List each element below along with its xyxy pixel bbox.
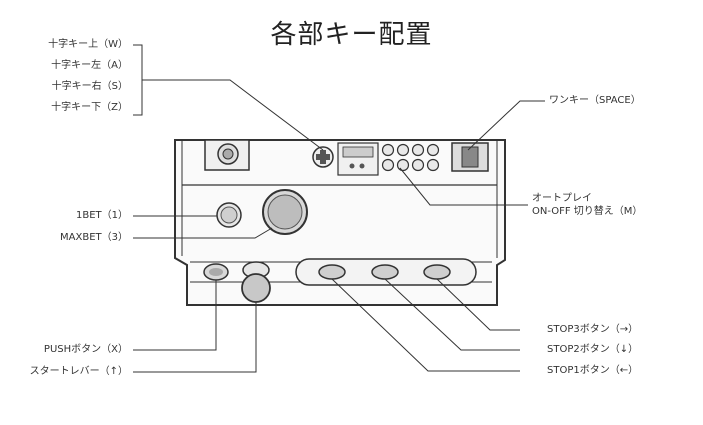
leader-start-lever [133,302,257,373]
label-stop2: STOP2ボタン（↓） [547,344,639,355]
stop1-button[interactable] [318,264,346,280]
leader-max-bet [133,227,273,239]
label-autoplay-line1: オートプレイ [532,193,592,204]
coin-insert [204,139,250,171]
leader-lines [133,100,545,373]
label-autoplay-line2: ON-OFF 切り替え（M） [532,206,643,217]
label-cross-down: 十字キー下（Z） [51,102,128,113]
stop3-button[interactable] [423,264,451,280]
label-cross-up: 十字キー上（W） [48,39,128,50]
label-stop3: STOP3ボタン（→） [547,324,639,335]
label-push-button: PUSHボタン（X） [43,344,128,355]
cross-key[interactable] [312,146,334,168]
diagram-title: 各部キー配置 [270,20,433,50]
one-key[interactable] [451,142,489,172]
label-max-bet: MAXBET（3） [60,232,128,243]
leader-one-key [467,100,545,151]
one-bet-button-inner [220,206,238,224]
stop2-button[interactable] [371,264,399,280]
leader-stop1 [331,278,520,372]
autoplay-button-grid[interactable] [381,143,440,172]
push-button-inner [209,268,223,276]
leader-push [133,280,217,351]
label-cross-left: 十字キー左（A） [51,60,128,71]
cross-key-bracket [133,44,324,151]
max-bet-button-inner [267,194,303,230]
leader-autoplay [399,167,528,206]
display-panel [337,142,379,176]
label-stop1: STOP1ボタン（←） [547,365,639,376]
start-lever[interactable] [241,261,271,303]
leader-stop3 [436,278,520,331]
leader-stop2 [384,278,520,351]
label-one-key: ワンキー（SPACE） [549,95,641,106]
label-one-bet: 1BET（1） [75,210,128,221]
label-start-lever: スタートレバー（↑） [29,366,128,377]
label-cross-right: 十字キー右（S） [51,81,128,92]
